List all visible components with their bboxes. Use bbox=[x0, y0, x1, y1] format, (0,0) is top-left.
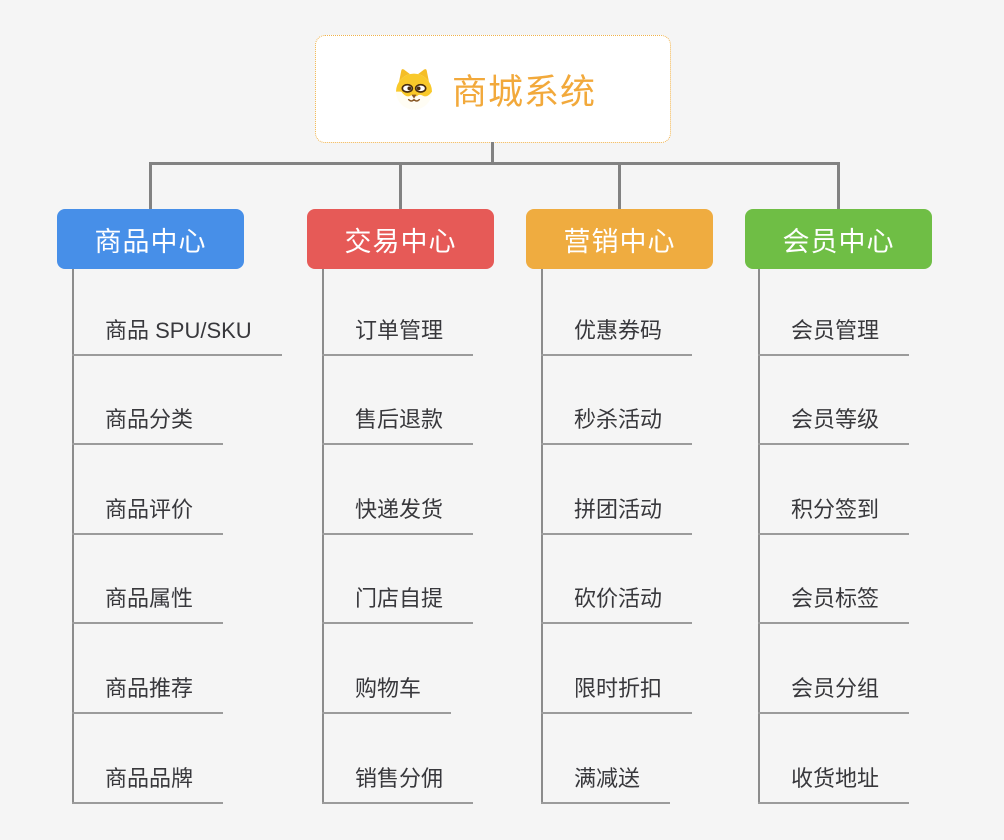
sub-item[interactable]: 积分签到 bbox=[758, 491, 910, 535]
connector-drop-member bbox=[837, 162, 840, 210]
sub-item[interactable]: 商品 SPU/SKU bbox=[72, 312, 282, 356]
branch-node-marketing[interactable]: 营销中心 bbox=[526, 209, 713, 269]
connector-bus bbox=[149, 162, 840, 165]
sub-item[interactable]: 快递发货 bbox=[322, 491, 474, 535]
branch-label: 交易中心 bbox=[344, 226, 457, 257]
branch-node-member[interactable]: 会员中心 bbox=[745, 209, 932, 269]
sub-item[interactable]: 会员管理 bbox=[758, 312, 910, 356]
branch-label: 商品中心 bbox=[94, 226, 207, 257]
branch-line-trade bbox=[322, 269, 324, 803]
sub-item[interactable]: 拼团活动 bbox=[541, 491, 693, 535]
branch-label: 营销中心 bbox=[563, 226, 676, 257]
sub-item[interactable]: 商品推荐 bbox=[72, 670, 224, 714]
connector-drop-product bbox=[149, 162, 152, 210]
branch-node-product[interactable]: 商品中心 bbox=[57, 209, 244, 269]
sub-item[interactable]: 砍价活动 bbox=[541, 580, 693, 624]
sub-item[interactable]: 会员等级 bbox=[758, 401, 910, 445]
sub-item[interactable]: 售后退款 bbox=[322, 401, 474, 445]
sub-item[interactable]: 会员标签 bbox=[758, 580, 910, 624]
sub-item[interactable]: 订单管理 bbox=[322, 312, 474, 356]
sub-item[interactable]: 优惠券码 bbox=[541, 312, 693, 356]
sub-item[interactable]: 秒杀活动 bbox=[541, 401, 693, 445]
root-node-title: 商城系统 bbox=[451, 72, 596, 112]
sub-item[interactable]: 商品评价 bbox=[72, 491, 224, 535]
connector-drop-marketing bbox=[618, 162, 621, 210]
branch-line-member bbox=[758, 269, 760, 803]
branch-node-trade[interactable]: 交易中心 bbox=[307, 209, 494, 269]
sub-item[interactable]: 商品品牌 bbox=[72, 760, 224, 804]
sub-item[interactable]: 购物车 bbox=[322, 670, 452, 714]
sub-item[interactable]: 限时折扣 bbox=[541, 670, 693, 714]
branch-line-product bbox=[72, 269, 74, 803]
dog-face-icon bbox=[395, 69, 432, 110]
connector-drop-trade bbox=[399, 162, 402, 210]
sub-item[interactable]: 门店自提 bbox=[322, 580, 474, 624]
sub-item[interactable]: 会员分组 bbox=[758, 670, 910, 714]
connector-stem bbox=[491, 142, 494, 164]
sub-item[interactable]: 商品分类 bbox=[72, 401, 224, 445]
branch-line-marketing bbox=[541, 269, 543, 803]
branch-label: 会员中心 bbox=[782, 226, 895, 257]
sub-item[interactable]: 满减送 bbox=[541, 760, 671, 804]
sub-item[interactable]: 商品属性 bbox=[72, 580, 224, 624]
sub-item[interactable]: 收货地址 bbox=[758, 760, 910, 804]
root-node[interactable]: 商城系统 bbox=[315, 35, 671, 143]
sub-item[interactable]: 销售分佣 bbox=[322, 760, 474, 804]
